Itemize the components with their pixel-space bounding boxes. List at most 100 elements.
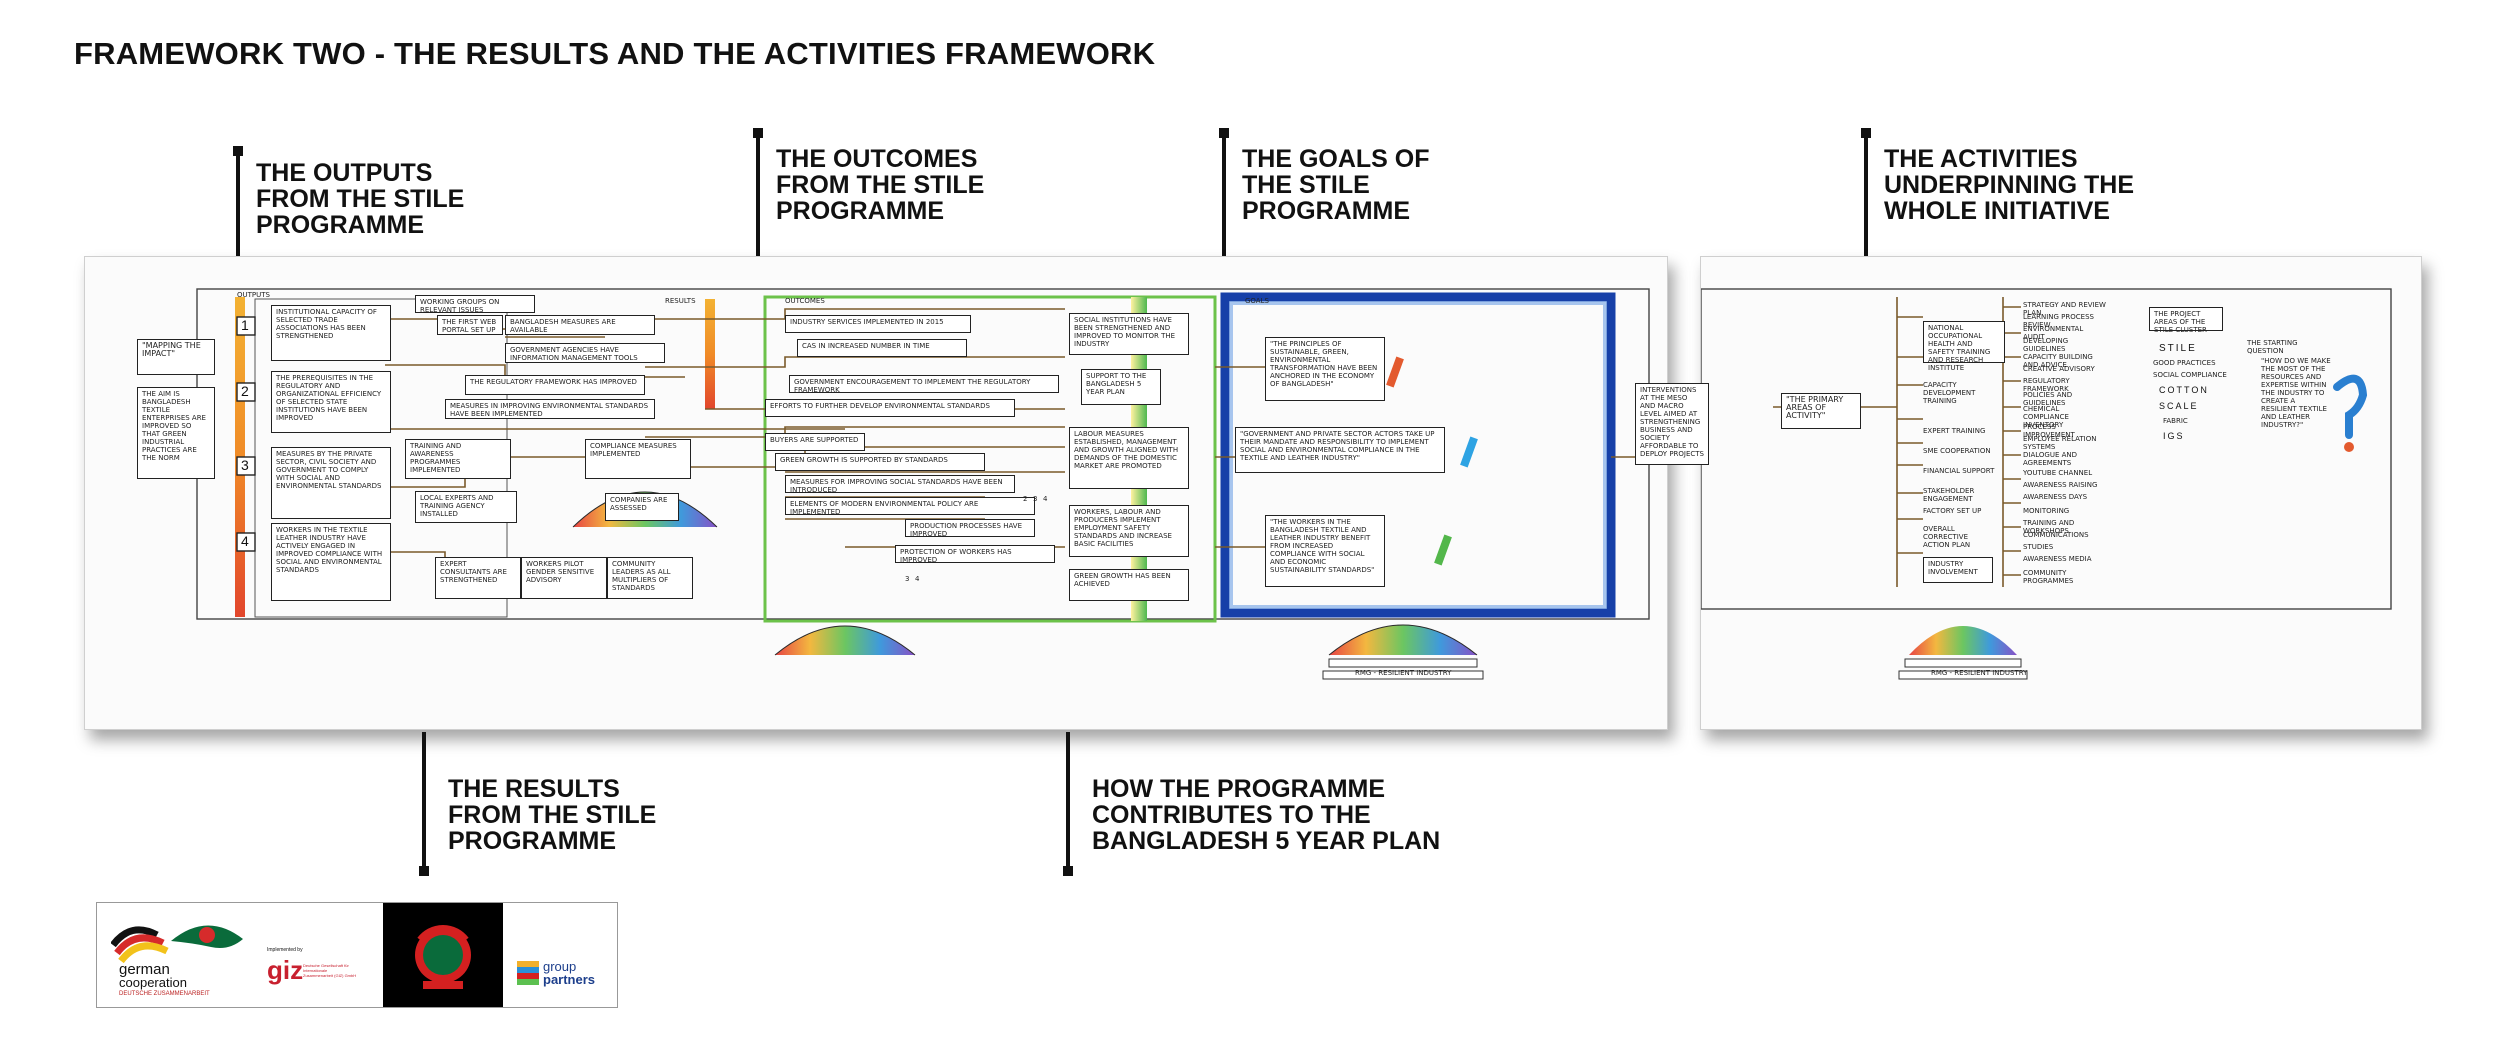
section-label-goals: GOALS xyxy=(1245,297,1269,305)
result-box: BANGLADESH MEASURES ARE AVAILABLE xyxy=(505,315,655,335)
mapping-impact-box: "MAPPING THE IMPACT" xyxy=(137,339,215,375)
result-box: LOCAL EXPERTS AND TRAINING AGENCY INSTAL… xyxy=(415,491,517,523)
callout-line: FROM THE STILE xyxy=(776,172,984,198)
activity-item: DEVELOPING GUIDELINES xyxy=(2023,337,2107,353)
outcome-box: ELEMENTS OF MODERN ENVIRONMENTAL POLICY … xyxy=(785,497,1035,515)
result-box: COMPANIES ARE ASSESSED xyxy=(605,493,679,521)
five-year-goal: "THE WORKERS IN THE BANGLADESH TEXTILE A… xyxy=(1265,515,1385,587)
goal-box: GREEN GROWTH HAS BEEN ACHIEVED xyxy=(1069,569,1189,601)
cooperation-text: cooperation xyxy=(119,975,187,990)
cluster-item: SOCIAL COMPLIANCE xyxy=(2153,371,2227,379)
outcome-box: CAS IN INCREASED NUMBER IN TIME xyxy=(797,339,967,357)
result-box: COMMUNITY LEADERS AS ALL MULTIPLIERS OF … xyxy=(607,557,693,599)
row-number: 4 xyxy=(241,533,249,549)
cluster-item: COTTON xyxy=(2159,385,2209,395)
output-row: THE PREREQUISITES IN THE REGULATORY AND … xyxy=(271,371,391,433)
outcome-box: EFFORTS TO FURTHER DEVELOP ENVIRONMENTAL… xyxy=(765,399,1015,417)
five-year-goal: "THE PRINCIPLES OF SUSTAINABLE, GREEN, E… xyxy=(1265,337,1385,401)
bangladesh-emblem-icon xyxy=(383,903,503,1007)
industry-label: RMG - RESILIENT INDUSTRY xyxy=(1355,669,1451,677)
callout-line: THE RESULTS xyxy=(448,776,656,802)
callout-contribution: HOW THE PROGRAMME CONTRIBUTES TO THE BAN… xyxy=(1092,776,1440,854)
partners-text: partners xyxy=(543,972,595,987)
callout-line: THE OUTPUTS xyxy=(256,160,464,186)
cluster-item: GOOD PRACTICES xyxy=(2153,359,2216,367)
callout-line: THE OUTCOMES xyxy=(776,146,984,172)
activity-item: DIALOGUE AND AGREEMENTS xyxy=(2023,451,2107,467)
industry-label: RMG - RESILIENT INDUSTRY xyxy=(1931,669,2027,677)
result-box: WORKERS PILOT GENDER SENSITIVE ADVISORY xyxy=(521,557,607,599)
activity-group: EXPERT TRAINING xyxy=(1923,427,1995,435)
cluster-item: STILE xyxy=(2159,343,2197,354)
row-number: 2 xyxy=(241,383,249,399)
activity-item: COMMUNITY PROGRAMMES xyxy=(2023,569,2107,585)
goal-box: WORKERS, LABOUR AND PRODUCERS IMPLEMENT … xyxy=(1069,505,1189,557)
callout-goals: THE GOALS OF THE STILE PROGRAMME xyxy=(1242,146,1430,224)
callout-line: THE GOALS OF xyxy=(1242,146,1430,172)
outcome-box: BUYERS ARE SUPPORTED xyxy=(765,433,865,451)
callout-line: UNDERPINNING THE xyxy=(1884,172,2134,198)
cluster-item: FABRIC xyxy=(2163,417,2188,425)
activity-item: AWARENESS MEDIA xyxy=(2023,555,2107,563)
activity-group: OVERALL CORRECTIVE ACTION PLAN xyxy=(1923,525,1995,549)
section-label-outputs: OUTPUTS xyxy=(237,291,270,299)
callout-outcomes: THE OUTCOMES FROM THE STILE PROGRAMME xyxy=(776,146,984,224)
output-row: INSTITUTIONAL CAPACITY OF SELECTED TRADE… xyxy=(271,305,391,361)
five-year-goal: "GOVERNMENT AND PRIVATE SECTOR ACTORS TA… xyxy=(1235,427,1445,473)
goal-box: LABOUR MEASURES ESTABLISHED, MANAGEMENT … xyxy=(1069,427,1189,489)
goal-box: SOCIAL INSTITUTIONS HAVE BEEN STRENGTHEN… xyxy=(1069,313,1189,355)
callout-line: THE ACTIVITIES xyxy=(1884,146,2134,172)
result-box: COMPLIANCE MEASURES IMPLEMENTED xyxy=(585,439,691,479)
row-number: 3 xyxy=(241,457,249,473)
giz-caption: Implemented by xyxy=(267,947,303,953)
callout-line: WHOLE INITIATIVE xyxy=(1884,198,2134,224)
activity-group: STAKEHOLDER ENGAGEMENT xyxy=(1923,487,1995,503)
bangladesh-government-logo xyxy=(383,903,503,1007)
question-text: "HOW DO WE MAKE THE MOST OF THE RESOURCE… xyxy=(2261,357,2331,429)
callout-results: THE RESULTS FROM THE STILE PROGRAMME xyxy=(448,776,656,854)
german-cooperation-logo: german cooperation DEUTSCHE ZUSAMMENARBE… xyxy=(111,915,261,997)
outcome-box: INDUSTRY SERVICES IMPLEMENTED IN 2015 xyxy=(785,315,971,333)
result-box: THE REGULATORY FRAMEWORK HAS IMPROVED xyxy=(465,375,645,395)
activity-group: SME COOPERATION xyxy=(1923,447,1995,455)
output-row: WORKERS IN THE TEXTILE LEATHER INDUSTRY … xyxy=(271,523,391,601)
activity-group: FINANCIAL SUPPORT xyxy=(1923,467,1995,475)
result-box: GOVERNMENT AGENCIES HAVE INFORMATION MAN… xyxy=(505,343,665,363)
callout-line: PROGRAMME xyxy=(256,212,464,238)
framework-board-right: INTERVENTIONS AT THE MESO AND MACRO LEVE… xyxy=(1700,256,2422,730)
activity-item: CREATIVE ADVISORY xyxy=(2023,365,2107,373)
activity-group: INDUSTRY INVOLVEMENT xyxy=(1923,557,1993,583)
section-label-outcomes: OUTCOMES xyxy=(785,297,825,305)
question-title: THE STARTING QUESTION xyxy=(2247,339,2327,355)
small-number: 3 xyxy=(905,575,909,583)
callout-line: PROGRAMME xyxy=(776,198,984,224)
callout-activities: THE ACTIVITIES UNDERPINNING THE WHOLE IN… xyxy=(1884,146,2134,224)
callout-line: PROGRAMME xyxy=(448,828,656,854)
result-box: THE FIRST WEB PORTAL SET UP xyxy=(437,315,503,335)
outcome-box: PRODUCTION PROCESSES HAVE IMPROVED xyxy=(905,519,1035,537)
activity-item: AWARENESS DAYS xyxy=(2023,493,2107,501)
result-box: EXPERT CONSULTANTS ARE STRENGTHENED xyxy=(435,557,521,599)
activity-group: NATIONAL OCCUPATIONAL HEALTH AND SAFETY … xyxy=(1923,321,2005,363)
small-number: 4 xyxy=(1043,495,1047,503)
activity-item: MONITORING xyxy=(2023,507,2107,515)
callout-line: FROM THE STILE xyxy=(448,802,656,828)
cluster-item: SCALE xyxy=(2159,401,2199,411)
group-partners-logo: group partners xyxy=(517,959,607,989)
callout-line: BANGLADESH 5 YEAR PLAN xyxy=(1092,828,1440,854)
partner-logos: german cooperation DEUTSCHE ZUSAMMENARBE… xyxy=(96,902,618,1008)
callout-line: PROGRAMME xyxy=(1242,198,1430,224)
result-box: WORKING GROUPS ON RELEVANT ISSUES xyxy=(415,295,535,313)
row-number: 1 xyxy=(241,317,249,333)
giz-description: Deutsche Gesellschaft für Internationale… xyxy=(303,963,357,978)
output-row: MEASURES BY THE PRIVATE SECTOR, CIVIL SO… xyxy=(271,447,391,519)
leader-results xyxy=(422,732,426,872)
small-number: 2 xyxy=(1023,495,1027,503)
group-partners-flag-icon xyxy=(517,961,539,985)
cluster-item: IGS xyxy=(2163,431,2185,441)
small-number: 4 xyxy=(915,575,919,583)
activity-item: STUDIES xyxy=(2023,543,2107,551)
deutsche-text: DEUTSCHE ZUSAMMENARBEIT xyxy=(119,991,210,997)
cluster-title: THE PROJECT AREAS OF THE STILE CLUSTER xyxy=(2149,307,2223,331)
primary-activity-box: "THE PRIMARY AREAS OF ACTIVITY" xyxy=(1781,393,1861,429)
